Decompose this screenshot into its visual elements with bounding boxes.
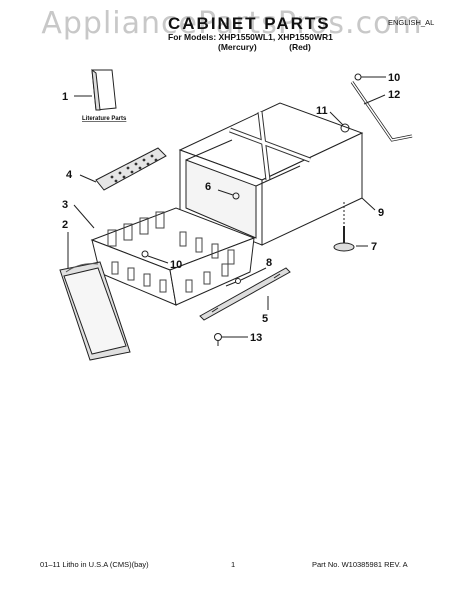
callout-4: 4 (66, 169, 73, 181)
callout-7: 7 (371, 241, 377, 253)
language-tag: ENGLISH_AL (388, 18, 435, 27)
callout-6: 6 (205, 181, 211, 193)
clip[interactable] (340, 123, 350, 133)
callout-2: 2 (62, 219, 68, 231)
color-red: (Red) (289, 42, 311, 52)
screw-top[interactable] (354, 73, 370, 81)
page-number: 1 (231, 560, 236, 569)
callout-9: 9 (378, 207, 384, 219)
pedestal-cabinet[interactable] (178, 102, 364, 246)
footer-litho: 01–11 Litho in U.S.A (CMS)(bay) (40, 560, 149, 569)
callout-8: 8 (266, 257, 272, 269)
screw-drawer[interactable] (141, 250, 149, 258)
handle-insert[interactable] (95, 147, 167, 191)
callout-3: 3 (62, 199, 68, 211)
drawer-front-panel[interactable] (59, 261, 131, 361)
callout-10-drawer: 10 (170, 259, 182, 271)
model-list: For Models: XHP1550WL1, XHP1550WR1 (168, 32, 333, 42)
callout-10-top: 10 (388, 72, 400, 84)
callout-12: 12 (388, 89, 400, 101)
support-brace[interactable] (350, 81, 413, 142)
watermark: AppliancePartsPros.com (41, 6, 423, 41)
color-mercury: (Mercury) (218, 42, 257, 52)
screw-bottom[interactable] (214, 333, 222, 347)
cabinet-screw[interactable] (232, 192, 240, 200)
part-number: Part No. W10385981 REV. A (312, 560, 408, 569)
literature-pack[interactable] (91, 68, 117, 111)
drawer-slide-rail[interactable] (199, 267, 291, 321)
callout-11: 11 (316, 105, 328, 117)
callout-13: 13 (250, 332, 262, 344)
callout-5: 5 (262, 313, 268, 325)
literature-label: Literature Parts (82, 116, 127, 122)
drawer-tub[interactable] (90, 207, 256, 306)
page-title: CABINET PARTS (168, 14, 331, 33)
callout-1: 1 (62, 91, 68, 103)
leveling-leg[interactable] (333, 226, 355, 252)
model-colors: (Mercury) (Red) (218, 42, 341, 52)
rail-screw[interactable] (225, 278, 241, 287)
